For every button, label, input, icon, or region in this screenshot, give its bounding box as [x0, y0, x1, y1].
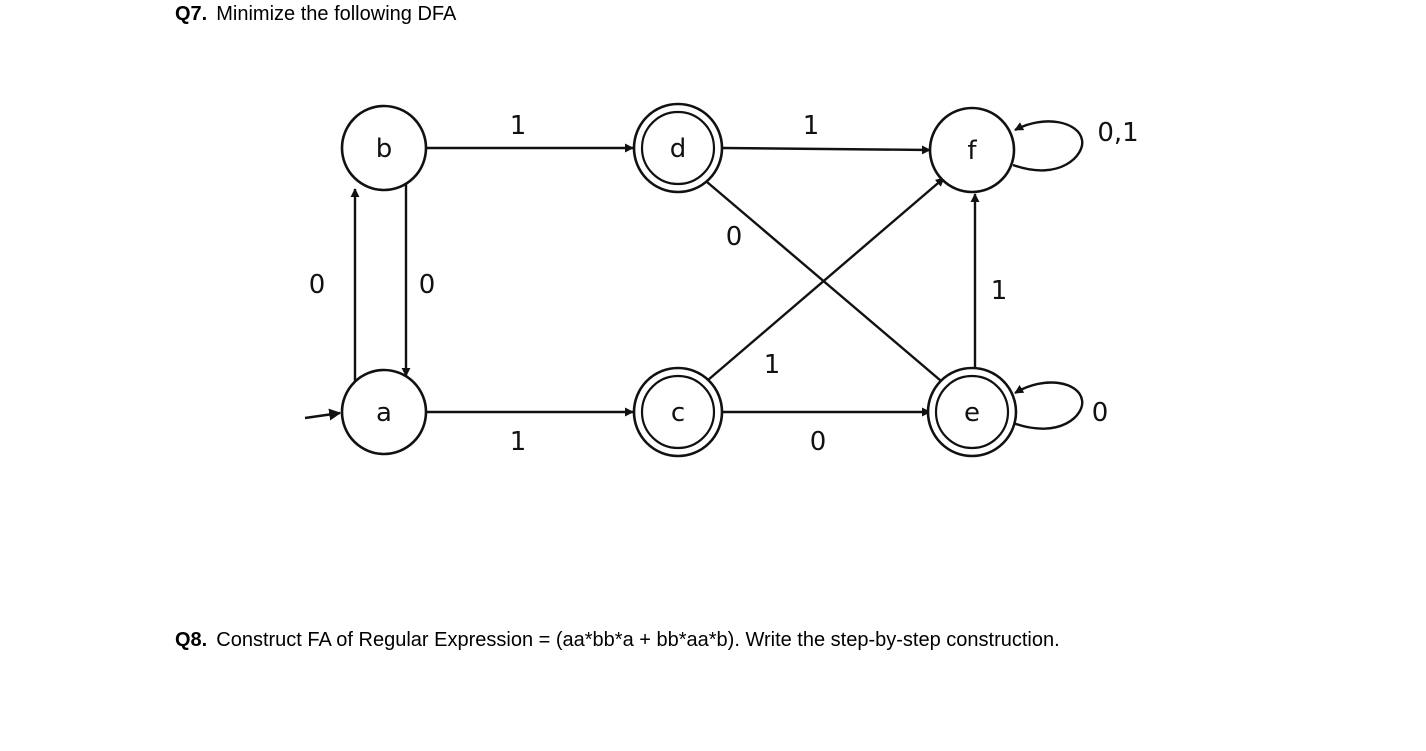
- edge-d-f: 1: [722, 111, 931, 155]
- edge-d-e: 0: [706, 181, 948, 387]
- state-c-label: c: [671, 398, 685, 428]
- state-e-label: e: [964, 398, 980, 428]
- question-8-number: Q8.: [175, 629, 208, 651]
- state-a: a: [340, 368, 428, 456]
- state-b-label: b: [376, 134, 393, 164]
- edge-c-e: 0: [720, 407, 931, 457]
- question-8: Q8. Construct FA of Regular Expression = …: [175, 628, 1060, 652]
- state-d-label: d: [670, 134, 687, 164]
- state-e: e: [926, 366, 1018, 458]
- state-b: b: [340, 104, 428, 192]
- edge-f-f-loop: 0,1: [1012, 118, 1139, 172]
- edge-label-d-f: 1: [803, 111, 820, 141]
- question-7-number: Q7.: [175, 3, 208, 25]
- question-7-text: Minimize the following DFA: [216, 3, 457, 25]
- edge-label-c-e: 0: [810, 427, 827, 457]
- edge-label-a-c: 1: [510, 427, 527, 457]
- edge-c-f: 1: [707, 177, 945, 381]
- question-7: Q7. Minimize the following DFA: [175, 2, 456, 26]
- edge-e-e-loop: 0: [1012, 381, 1109, 430]
- edge-label-f-f: 0,1: [1097, 118, 1138, 148]
- edge-b-d: 1: [427, 111, 634, 153]
- state-d: d: [632, 102, 724, 194]
- edge-label-d-e: 0: [726, 222, 743, 252]
- edge-e-f: 1: [970, 193, 1008, 377]
- edge-b-a: 0: [401, 183, 436, 377]
- edge-label-e-f: 1: [991, 276, 1008, 306]
- state-f: f: [928, 106, 1016, 194]
- start-arrow: [304, 408, 342, 421]
- edge-label-c-f: 1: [764, 350, 781, 380]
- edge-label-b-d: 1: [510, 111, 527, 141]
- edge-a-b: 0: [309, 188, 360, 382]
- state-a-label: a: [376, 398, 392, 428]
- edge-label-e-e: 0: [1092, 398, 1109, 428]
- state-f-label: f: [967, 136, 977, 166]
- edge-label-b-a: 0: [419, 270, 436, 300]
- edge-label-a-b: 0: [309, 270, 326, 300]
- edge-a-c: 1: [427, 407, 634, 457]
- question-8-text: Construct FA of Regular Expression = (aa…: [216, 629, 1060, 651]
- state-c: c: [632, 366, 724, 458]
